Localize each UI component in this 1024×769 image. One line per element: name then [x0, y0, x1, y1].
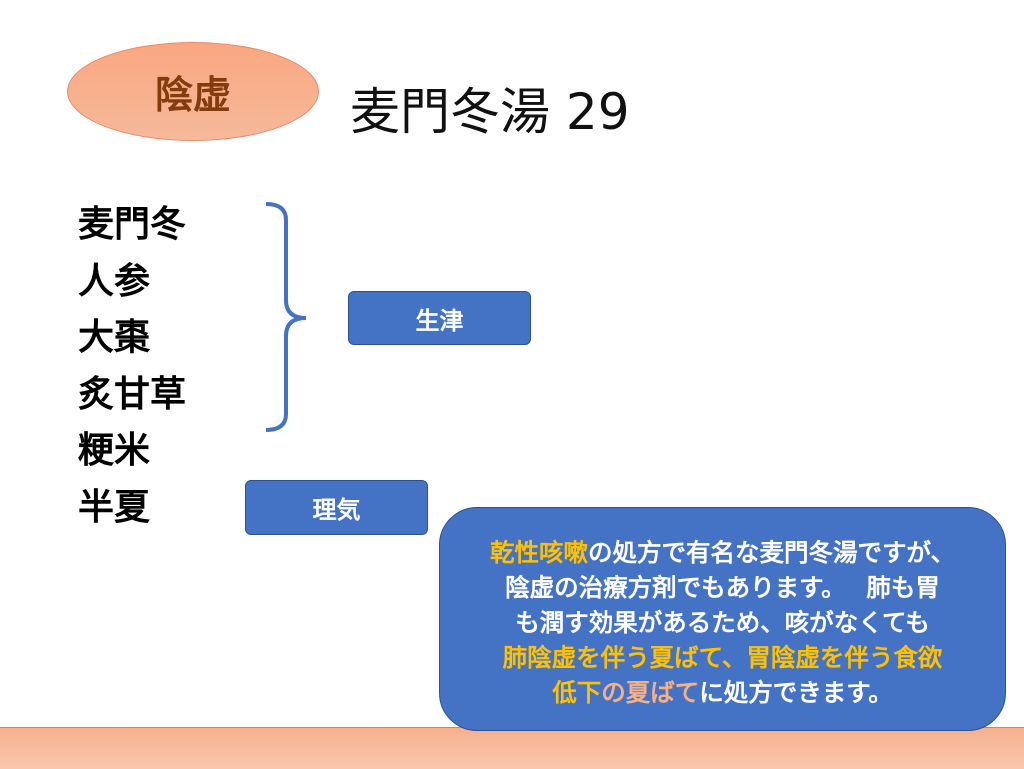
note-highlight-peach: の夏ばて [601, 678, 700, 707]
note-text: の処方で有名な麦門冬湯ですが、 [587, 538, 955, 567]
note-line: も潤す効果があるため、咳がなくても [440, 605, 1005, 640]
footer-bar [0, 727, 1024, 769]
right-brace [265, 202, 307, 432]
herb-item: 半夏 [78, 486, 151, 528]
note-highlight: 乾性咳嗽 [489, 538, 588, 567]
explanation-callout: 乾性咳嗽の処方で有名な麦門冬湯ですが、 陰虚の治療方剤でもあります。 肺も胃 も… [439, 507, 1006, 731]
herb-item: 麦門冬 [78, 204, 187, 245]
note-line: 陰虚の治療方剤でもあります。 肺も胃 [440, 570, 1005, 605]
herb-item: 大棗 [78, 317, 151, 358]
note-highlight: 低下 [552, 678, 602, 707]
yin-deficiency-badge: 陰虚 [67, 42, 319, 141]
shengjin-box: 生津 [348, 291, 531, 345]
herb-list: 麦門冬 人参 大棗 炙甘草 粳米 半夏 [78, 197, 186, 536]
note-highlight: 肺陰虚を伴う夏ばて、胃陰虚を伴う食欲 [502, 643, 943, 672]
herb-item: 炙甘草 [78, 373, 187, 415]
note-text: に処方できます。 [699, 678, 893, 707]
note-line: 肺陰虚を伴う夏ばて、胃陰虚を伴う食欲 [440, 640, 1005, 675]
note-line: 乾性咳嗽の処方で有名な麦門冬湯ですが、 [440, 535, 1005, 570]
note-text: 陰虚の治療方剤でもあります。 肺も胃 [505, 573, 940, 602]
slide-title: 麦門冬湯 29 [350, 83, 630, 141]
herb-item: 粳米 [78, 430, 151, 471]
herb-item: 人参 [78, 260, 151, 302]
note-text: も潤す効果があるため、咳がなくても [515, 608, 930, 637]
note-line: 低下の夏ばてに処方できます。 [440, 675, 1005, 710]
liqi-box: 理気 [245, 480, 428, 535]
